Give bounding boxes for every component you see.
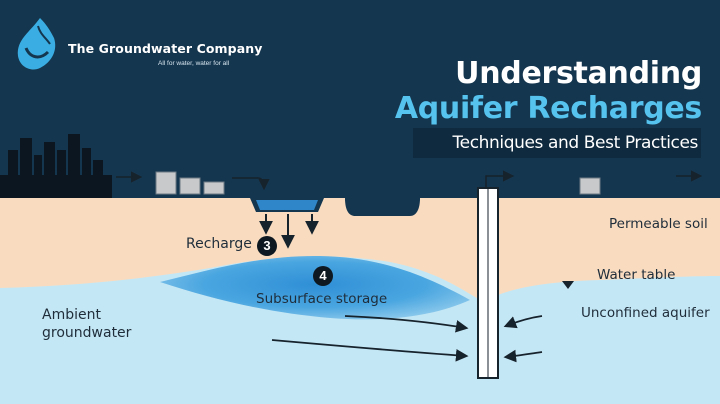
well-pipe-icon (477, 187, 499, 379)
second-basin (345, 196, 420, 214)
groundwater-flow-arrows (271, 315, 543, 363)
sky-band (0, 0, 720, 200)
brand-name: The Groundwater Company (68, 41, 263, 56)
title-line-2: Aquifer Recharges (394, 91, 702, 126)
subtitle: Techniques and Best Practices (452, 133, 699, 153)
recharge-label: Recharge (186, 236, 252, 252)
subtitle-box (413, 128, 701, 158)
storage-step-badge: 4 (313, 266, 333, 286)
unconfined-aquifer-label: Unconfined aquifer (581, 305, 710, 321)
brand-tagline: All for water, water for all (158, 60, 230, 67)
subsurface-storage-label: Subsurface storage (256, 291, 388, 307)
recharge-step-badge: 3 (257, 236, 277, 256)
flow-arrow-icon (116, 170, 703, 191)
ambient-label-line-1: Ambient (42, 307, 101, 323)
infiltration-arrows (259, 214, 319, 249)
permeable-soil-label: Permeable soil (609, 216, 708, 232)
water-drop-logo-icon (17, 18, 56, 70)
subsurface-storage-plume (160, 255, 470, 320)
title-line-1: Understanding (455, 56, 702, 91)
water-table-marker (562, 281, 574, 289)
recharge-pond (256, 200, 318, 210)
city-skyline-icon (0, 134, 112, 198)
ambient-label-line-2: groundwater (42, 325, 132, 341)
water-table-label: Water table (597, 267, 676, 283)
groundwater-region (0, 256, 720, 404)
storage-tanks (155, 171, 601, 195)
